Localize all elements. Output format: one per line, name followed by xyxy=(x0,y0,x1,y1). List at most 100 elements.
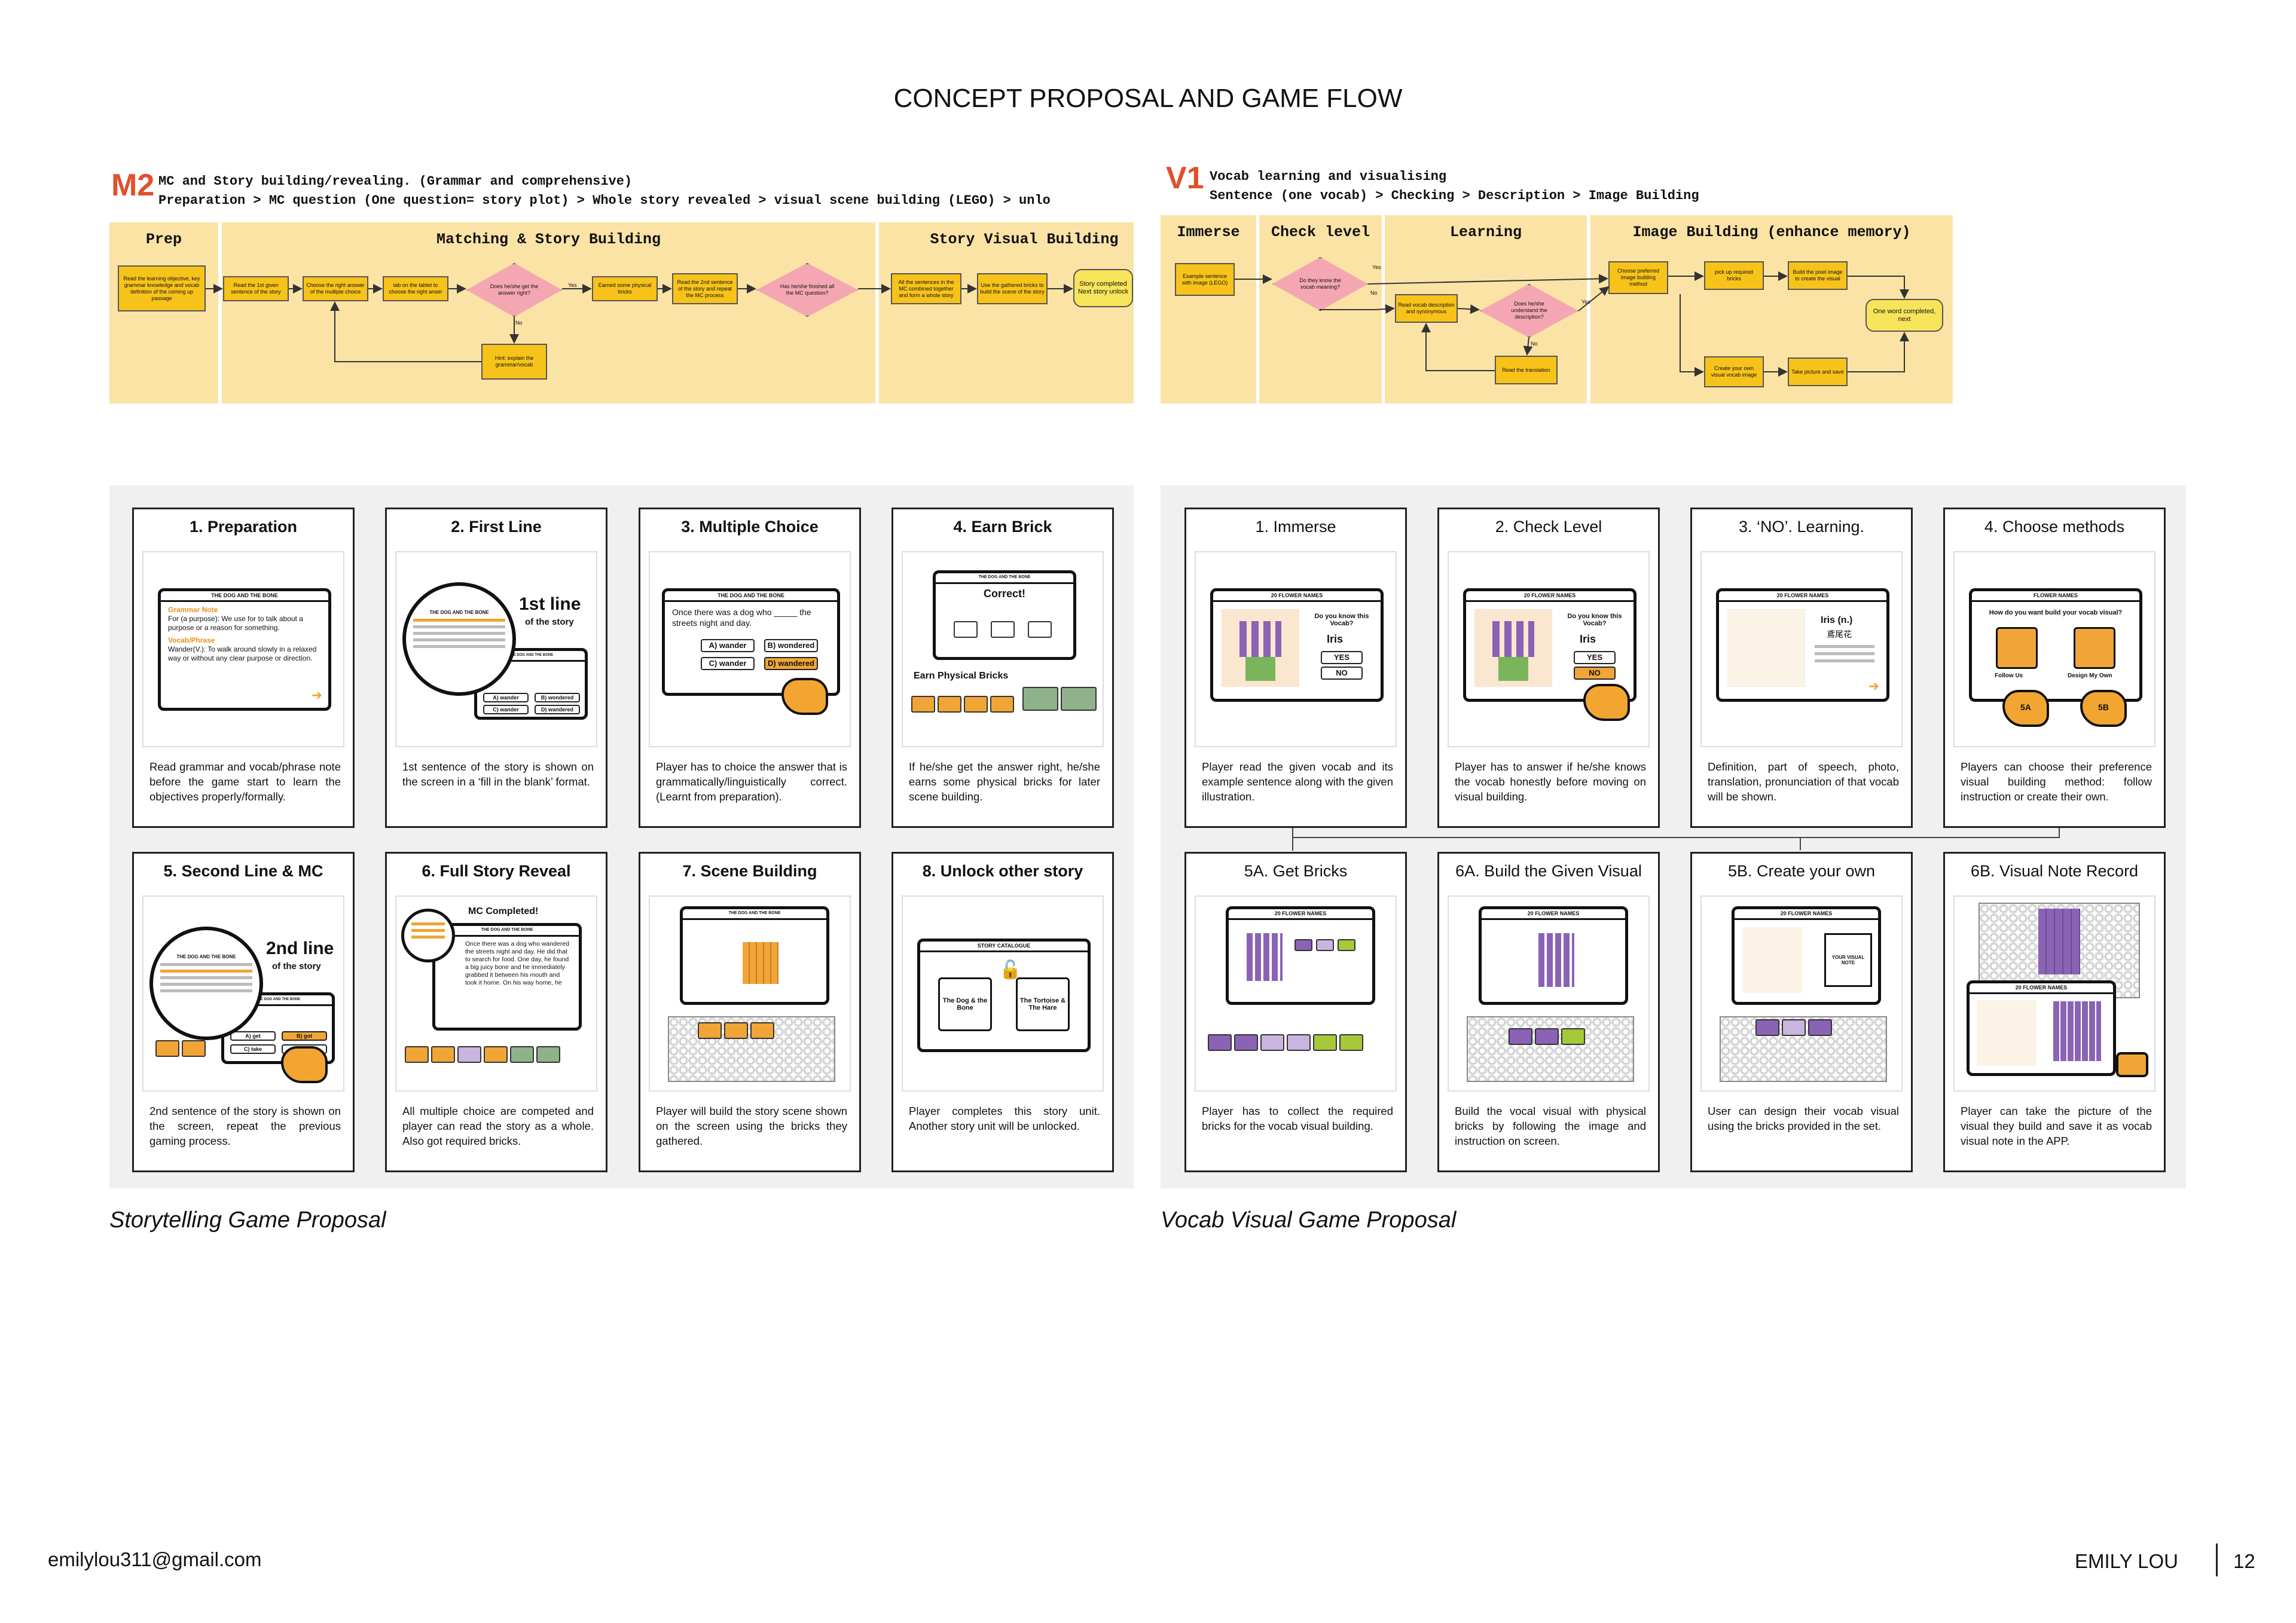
screen-title: THE DOG AND THE BONE xyxy=(665,591,837,602)
yes-button[interactable]: YES xyxy=(1574,651,1616,664)
vocab-text: Wander(V.): To walk around slowly in a r… xyxy=(168,645,317,662)
option-d[interactable]: D) wandered xyxy=(535,705,580,714)
card-title: 1. Immerse xyxy=(1255,518,1336,536)
screen-title: STORY CATALOGUE xyxy=(920,942,1088,952)
m2-band-matching: Matching & Story Building xyxy=(222,222,875,404)
card-illustration: 20 FLOWER NAMES xyxy=(1448,895,1650,1092)
tablet-screen: 20 FLOWER NAMES xyxy=(1226,906,1375,1005)
m2-band-visual: Story Visual Building xyxy=(879,222,1134,404)
story-card-preparation[interactable]: 1. Preparation THE DOG AND THE BONE Gram… xyxy=(132,508,355,828)
card-title: 5B. Create your own xyxy=(1727,862,1876,880)
screen-title: 20 FLOWER NAMES xyxy=(1735,909,1878,920)
option-a[interactable]: A) get xyxy=(230,1031,276,1041)
footer-email[interactable]: emilylou311@gmail.com xyxy=(48,1548,262,1570)
camera-icon[interactable] xyxy=(2116,1052,2148,1077)
your-visual-note[interactable]: YOUR VISUAL NOTE xyxy=(1824,933,1872,987)
second-line-label: 2nd line xyxy=(266,939,334,958)
v1-tag: V1 xyxy=(1166,161,1204,195)
card-description: Player read the given vocab and its exam… xyxy=(1202,760,1393,803)
card-title: 6. Full Story Reveal xyxy=(422,862,571,880)
how-build-text: How do you want build your vocab visual? xyxy=(1989,609,2123,616)
story-book-1[interactable]: The Dog & the Bone xyxy=(938,977,992,1031)
card-description: Player can take the picture of the visua… xyxy=(1961,1105,2152,1147)
tablet-screen: STORY CATALOGUE The Dog & the Bone The T… xyxy=(917,939,1091,1052)
connector-line xyxy=(1800,837,1801,850)
baseplate xyxy=(1467,1016,1634,1082)
next-arrow-icon[interactable]: ➜ xyxy=(1868,678,1879,693)
story-card-scene-building[interactable]: 7. Scene Building THE DOG AND THE BONE P… xyxy=(639,852,861,1172)
follow-us-option[interactable] xyxy=(1996,627,2038,669)
story-card-multiple-choice[interactable]: 3. Multiple Choice THE DOG AND THE BONE … xyxy=(639,508,861,828)
screen-title: THE DOG AND THE BONE xyxy=(435,926,579,937)
card-description: Player has to collect the required brick… xyxy=(1202,1105,1393,1132)
screen-title: 20 FLOWER NAMES xyxy=(1482,909,1625,920)
option-b[interactable]: B) wondered xyxy=(764,639,818,652)
option-c[interactable]: C) wander xyxy=(483,705,529,714)
card-title: 3. ‘NO’. Learning. xyxy=(1738,518,1865,536)
card-illustration: THE DOG AND THE BONE xyxy=(649,895,851,1092)
vocab-card-choose-methods[interactable]: 4. Choose methods FLOWER NAMES How do yo… xyxy=(1943,508,2166,828)
m2-tag: M2 xyxy=(111,168,155,203)
option-b[interactable]: B) got xyxy=(282,1031,327,1041)
flow-node: Earned some physical bricks xyxy=(592,276,658,301)
card-title: 4. Earn Brick xyxy=(953,518,1052,536)
vocab-card-get-bricks[interactable]: 5A. Get Bricks 20 FLOWER NAMES Player ha… xyxy=(1184,852,1407,1172)
card-description: All multiple choice are competed and pla… xyxy=(402,1105,594,1147)
story-card-earn-brick[interactable]: 4. Earn Brick THE DOG AND THE BONE Corre… xyxy=(891,508,1114,828)
page-title: CONCEPT PROPOSAL AND GAME FLOW xyxy=(893,84,1403,113)
flow-decision: Do they know the vocab meaning? xyxy=(1272,257,1368,311)
flow-node: Hint: explain the grammar/vocab xyxy=(481,344,547,380)
stage-label: Prep xyxy=(145,231,182,248)
flow-node: Read the translation xyxy=(1495,356,1558,384)
story-card-second-line[interactable]: 5. Second Line & MC THE DOG AND THE BONE… xyxy=(132,852,355,1172)
option-d[interactable]: D) wandered xyxy=(764,657,818,670)
vocab-definition-word: Iris (n.) xyxy=(1821,615,1853,625)
story-card-unlock[interactable]: 8. Unlock other story STORY CATALOGUE Th… xyxy=(891,852,1114,1172)
card-illustration: 20 FLOWER NAMES xyxy=(1195,895,1397,1092)
card-description: If he/she get the answer right, he/she e… xyxy=(909,760,1100,803)
tablet-screen: 20 FLOWER NAMES YOUR VISUAL NOTE xyxy=(1732,906,1881,1005)
connector-line xyxy=(1292,828,1293,851)
no-button[interactable]: NO xyxy=(1574,667,1616,680)
flow-node: All the sentences in the MC combined tog… xyxy=(891,273,961,304)
tablet-screen: 20 FLOWER NAMES xyxy=(1479,906,1628,1005)
vocab-card-note-record[interactable]: 6B. Visual Note Record 20 FLOWER NAMES P… xyxy=(1943,852,2166,1172)
magnifier-title: THE DOG AND THE BONE xyxy=(176,954,236,959)
no-button[interactable]: NO xyxy=(1321,667,1363,680)
screen-title: 20 FLOWER NAMES xyxy=(1970,983,2113,994)
screen-title: 20 FLOWER NAMES xyxy=(1466,591,1634,602)
flow-node: Choose the right answer of the multiple … xyxy=(303,276,368,301)
card-description: Player will build the story scene shown … xyxy=(656,1105,847,1147)
option-a[interactable]: A) wander xyxy=(483,693,529,702)
flow-node: Build the pixel image to create the visu… xyxy=(1788,261,1848,290)
tap-hand-icon xyxy=(281,1046,328,1083)
first-line-label: 1st line xyxy=(519,594,581,614)
story-card-full-story[interactable]: 6. Full Story Reveal MC Completed! THE D… xyxy=(385,852,607,1172)
card-illustration: THE DOG AND THE BONE A) get B) got C) ta… xyxy=(142,895,344,1092)
card-description: Build the vocal visual with physical bri… xyxy=(1455,1105,1646,1147)
card-illustration: 20 FLOWER NAMES Do you know this Vocab? … xyxy=(1448,551,1650,747)
vocab-card-immerse[interactable]: 1. Immerse 20 FLOWER NAMES Do you know t… xyxy=(1184,508,1407,828)
design-own-option[interactable] xyxy=(2074,627,2115,669)
stage-label: Learning xyxy=(1449,224,1522,241)
story-book-2[interactable]: The Tortoise & The Hare xyxy=(1016,977,1070,1031)
yes-button[interactable]: YES xyxy=(1321,651,1363,664)
vocab-card-check-level[interactable]: 2. Check Level 20 FLOWER NAMES Do you kn… xyxy=(1437,508,1660,828)
next-arrow-icon[interactable]: ➜ xyxy=(311,687,322,702)
option-b[interactable]: B) wondered xyxy=(535,693,580,702)
option-c[interactable]: C) wander xyxy=(701,657,755,670)
vocab-card-learning[interactable]: 3. ‘NO’. Learning. 20 FLOWER NAMES Iris … xyxy=(1690,508,1913,828)
flow-node: Take picture and save xyxy=(1788,357,1848,386)
m2-subheading: Preparation > MC question (One question=… xyxy=(158,193,1051,208)
v1-heading: Vocab learning and visualising xyxy=(1210,169,1447,184)
vocab-card-build-visual[interactable]: 6A. Build the Given Visual 20 FLOWER NAM… xyxy=(1437,852,1660,1172)
vocab-card-create-own[interactable]: 5B. Create your own 20 FLOWER NAMES YOUR… xyxy=(1690,852,1913,1172)
card-description: Players can choose their preference visu… xyxy=(1961,760,2152,803)
yes-label: Yes xyxy=(568,282,577,288)
story-card-first-line[interactable]: 2. First Line THE DOG AND THE BONE A) wa… xyxy=(385,508,607,828)
flow-node: Read vocab description and synonymous xyxy=(1395,294,1458,323)
connector-line xyxy=(2059,825,2060,838)
option-c[interactable]: C) take xyxy=(230,1044,276,1054)
stage-label: Image Building (enhance memory) xyxy=(1632,224,1911,241)
option-a[interactable]: A) wander xyxy=(701,639,755,652)
